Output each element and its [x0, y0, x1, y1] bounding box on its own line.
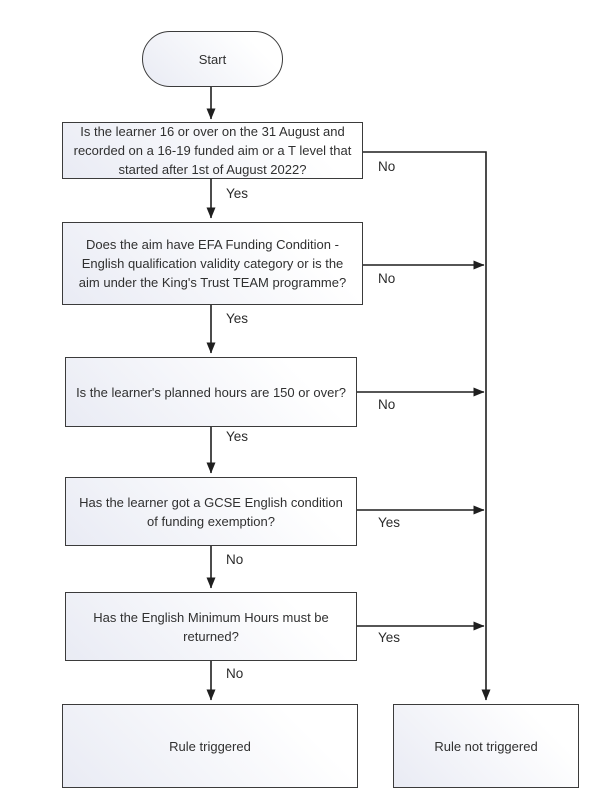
edge-label-q3-no: No — [378, 397, 396, 412]
node-rule-not-triggered: Rule not triggered — [393, 704, 579, 788]
node-decision-planned-hours: Is the learner's planned hours are 150 o… — [65, 357, 357, 427]
node-start: Start — [142, 31, 283, 87]
edge-label-q4-no: No — [226, 552, 244, 567]
edge-label-q1-yes: Yes — [226, 186, 249, 201]
edge-label-q5-yes: Yes — [378, 630, 401, 645]
edge-label-q5-no: No — [226, 666, 244, 681]
node-decision-age-funded-aim: Is the learner 16 or over on the 31 Augu… — [62, 122, 363, 179]
edge-label-q3-yes: Yes — [226, 429, 249, 444]
edge-label-q2-no: No — [378, 271, 396, 286]
node-rule-triggered: Rule triggered — [62, 704, 358, 788]
edge-label-q4-yes: Yes — [378, 515, 401, 530]
node-decision-minimum-hours-returned: Has the English Minimum Hours must be re… — [65, 592, 357, 661]
node-decision-gcse-exemption: Has the learner got a GCSE English condi… — [65, 477, 357, 546]
node-decision-efa-funding-condition: Does the aim have EFA Funding Condition … — [62, 222, 363, 305]
edge-label-q2-yes: Yes — [226, 311, 249, 326]
connector-q1-no-to-rule-not-triggered — [363, 151, 491, 701]
edge-label-q1-no: No — [378, 159, 396, 174]
